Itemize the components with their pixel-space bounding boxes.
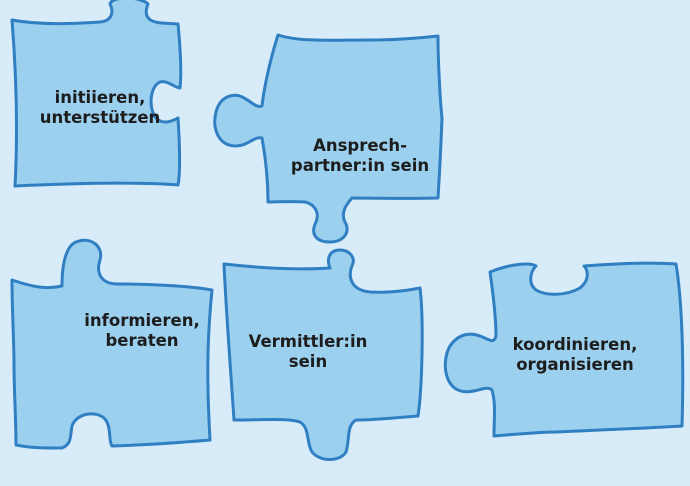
puzzle-piece-informieren bbox=[10, 238, 214, 450]
label-line: unterstützen bbox=[39, 108, 161, 127]
label-line: partner:in sein bbox=[290, 156, 430, 175]
label-koordinieren: koordinieren, organisieren bbox=[500, 335, 650, 375]
puzzle-piece-ansprechpartner bbox=[213, 33, 444, 244]
label-line: informieren, bbox=[84, 311, 200, 330]
label-line: beraten bbox=[105, 331, 179, 350]
label-informieren: informieren, beraten bbox=[62, 311, 222, 351]
label-line: Ansprech- bbox=[313, 136, 407, 155]
label-line: organisieren bbox=[516, 355, 634, 374]
label-vermittler: Vermittler:in sein bbox=[238, 332, 378, 372]
label-line: sein bbox=[288, 352, 328, 371]
label-line: koordinieren, bbox=[512, 335, 638, 354]
label-ansprechpartner: Ansprech- partner:in sein bbox=[280, 136, 440, 176]
label-line: initiieren, bbox=[54, 88, 146, 107]
puzzle-piece-initiieren bbox=[10, 0, 183, 188]
label-initiieren: initiieren, unterstützen bbox=[35, 88, 165, 128]
puzzle-piece-koordinieren bbox=[443, 261, 685, 438]
puzzle-piece-vermittler bbox=[222, 248, 424, 461]
label-line: Vermittler:in bbox=[248, 332, 368, 351]
